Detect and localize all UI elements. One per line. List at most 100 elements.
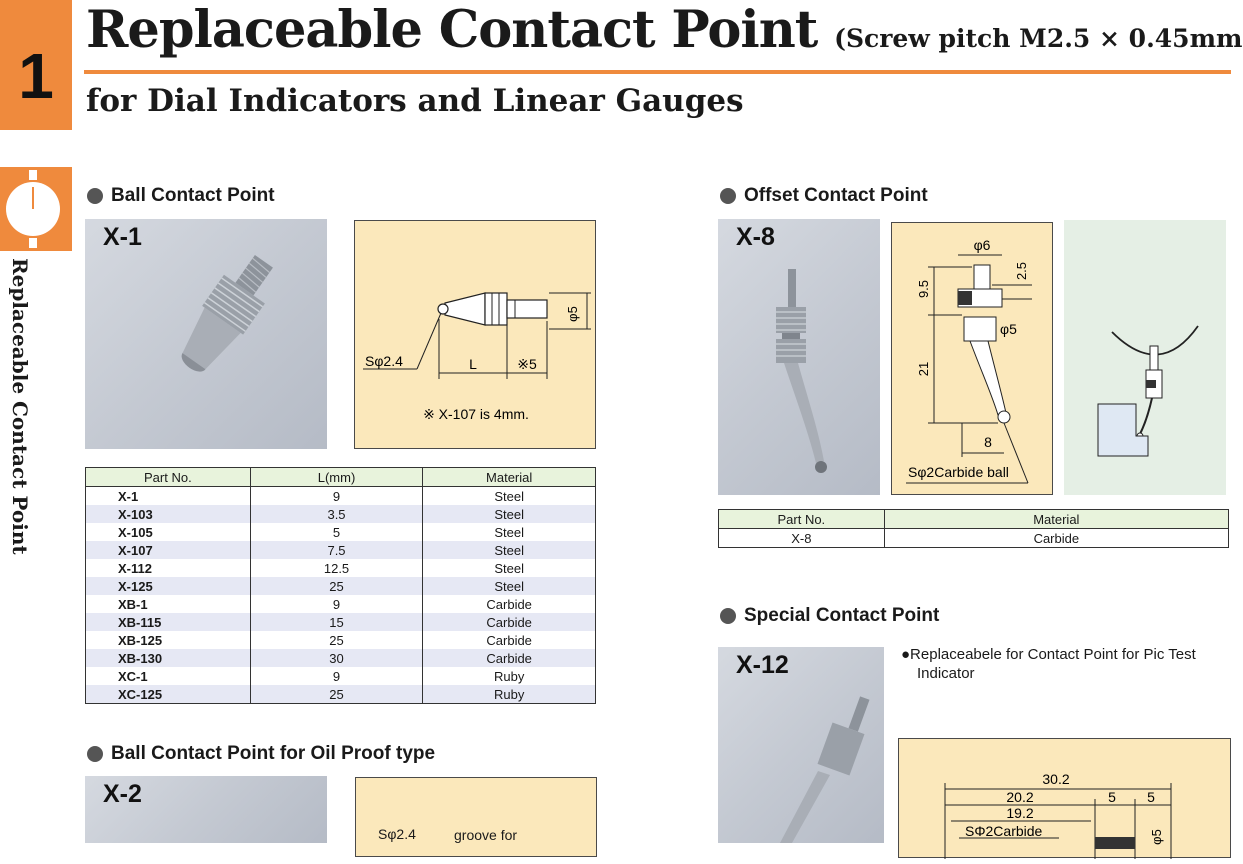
table-cell: XC-1 [85, 667, 251, 685]
dim-length: L [469, 356, 477, 372]
table-cell: 9 [249, 667, 424, 685]
table-cell: 5 [249, 523, 424, 541]
page-title-note: (Screw pitch M2.5 × 0.45mm) [834, 24, 1243, 53]
table-cell: Steel [422, 505, 596, 523]
dim-d8: 8 [984, 434, 992, 450]
table-cell: 25 [249, 631, 424, 649]
model-label: X-1 [103, 223, 142, 251]
table-cell: XB-130 [85, 649, 251, 667]
table-cell: XB-125 [85, 631, 251, 649]
table-cell: X-107 [85, 541, 251, 559]
table-cell: X-112 [85, 559, 251, 577]
column-header: Part No. [718, 509, 885, 529]
dim-d202: 20.2 [1006, 789, 1033, 805]
table-cell: Steel [422, 577, 596, 595]
table-cell: 9 [249, 595, 424, 613]
table-cell: Carbide [422, 649, 596, 667]
groove-label: groove for [454, 827, 518, 843]
dim-d95: 9.5 [916, 280, 931, 298]
chapter-number: 1 [18, 40, 54, 112]
section-title-text: Offset Contact Point [744, 185, 928, 206]
section-title-ball-contact: Ball Contact Point [87, 185, 275, 207]
section-title-text: Special Contact Point [744, 605, 940, 626]
table-cell: X-125 [85, 577, 251, 595]
dim-ball: Sφ2Carbide ball [908, 464, 1009, 480]
model-label: X-8 [736, 223, 775, 251]
table-cell: X-8 [718, 528, 885, 548]
column-header: Material [422, 467, 596, 487]
table-cell: X-1 [85, 486, 251, 505]
table-cell: Carbide [422, 631, 596, 649]
contact-point-image [780, 696, 870, 843]
dim-dia: φ5 [1149, 829, 1164, 845]
drawing-x8: φ6 2.5 9.5 21 φ5 8 Sφ2Carbide ball [891, 222, 1053, 495]
table-cell: Carbide [883, 528, 1230, 548]
contact-point-image [181, 254, 273, 372]
special-note-line1: ●Replaceabele for Contact Point for Pic … [901, 646, 1196, 663]
section-title-text: Ball Contact Point [111, 185, 275, 206]
table-cell: Carbide [422, 595, 596, 613]
product-photo-x8: X-8 [718, 219, 880, 495]
column-header: Material [883, 509, 1230, 529]
table-cell: XB-115 [85, 613, 251, 631]
bullet-icon [87, 188, 103, 204]
model-label: X-12 [736, 651, 789, 679]
bullet-icon [87, 746, 103, 762]
contact-point-image [776, 269, 827, 473]
drawing-x2: Sφ2.4 groove for [355, 777, 597, 857]
dim-d302: 30.2 [1042, 771, 1069, 787]
dimension-drawing: 30.2 20.2 5 5 19.2 SΦ2Carbide φ5 [944, 771, 1172, 859]
dimension-drawing: φ5 L ※5 Sφ2.4 ※ X-107 is 4mm. [363, 292, 591, 422]
table-cell: 25 [249, 577, 424, 595]
table-cell: 15 [249, 613, 424, 631]
table-cell: 30 [249, 649, 424, 667]
table-cell: 12.5 [249, 559, 424, 577]
table-cell: 3.5 [249, 505, 424, 523]
table-cell: Steel [422, 523, 596, 541]
drawing-x12: 30.2 20.2 5 5 19.2 SΦ2Carbide φ5 [898, 738, 1231, 859]
chapter-tab [0, 0, 72, 130]
table-cell: 25 [249, 685, 424, 704]
product-photo-x12: X-12 [718, 647, 884, 843]
side-label: Replaceable Contact Point [8, 258, 32, 555]
section-title-offset-contact: Offset Contact Point [720, 185, 928, 207]
bullet-icon [720, 188, 736, 204]
section-title-oil-proof: Ball Contact Point for Oil Proof type [87, 743, 435, 765]
dim-d192: 19.2 [1006, 805, 1033, 821]
dimension-drawing: φ6 2.5 9.5 21 φ5 8 Sφ2Carbide ball [906, 237, 1032, 484]
table-cell: 7.5 [249, 541, 424, 559]
dim-d25: 2.5 [1014, 262, 1029, 280]
page-subtitle: for Dial Indicators and Linear Gauges [86, 83, 744, 119]
drawing-note: ※ X-107 is 4mm. [423, 406, 529, 422]
usage-diagram [1097, 325, 1199, 457]
drawing-x1: φ5 L ※5 Sφ2.4 ※ X-107 is 4mm. [354, 220, 596, 449]
dial-indicator-icon [6, 170, 60, 248]
table-cell: Steel [422, 559, 596, 577]
model-label: X-2 [103, 780, 142, 808]
page-title-text: Replaceable Contact Point [86, 0, 818, 60]
table-cell: X-105 [85, 523, 251, 541]
dim-ball: Sφ2.4 [365, 353, 403, 369]
page-title: Replaceable Contact Point (Screw pitch M… [86, 0, 1243, 60]
table-cell: 9 [249, 486, 424, 505]
usage-illustration-x8 [1064, 220, 1226, 495]
dim-thread: ※5 [517, 356, 537, 372]
section-title-special-contact: Special Contact Point [720, 605, 939, 627]
title-rule [84, 70, 1231, 74]
dim-dia: φ5 [565, 306, 580, 322]
dim-d21: 21 [916, 362, 931, 376]
table-cell: Ruby [422, 667, 596, 685]
table-cell: XC-125 [85, 685, 251, 704]
column-header: Part No. [85, 467, 251, 487]
product-photo-x1: X-1 [85, 219, 327, 449]
